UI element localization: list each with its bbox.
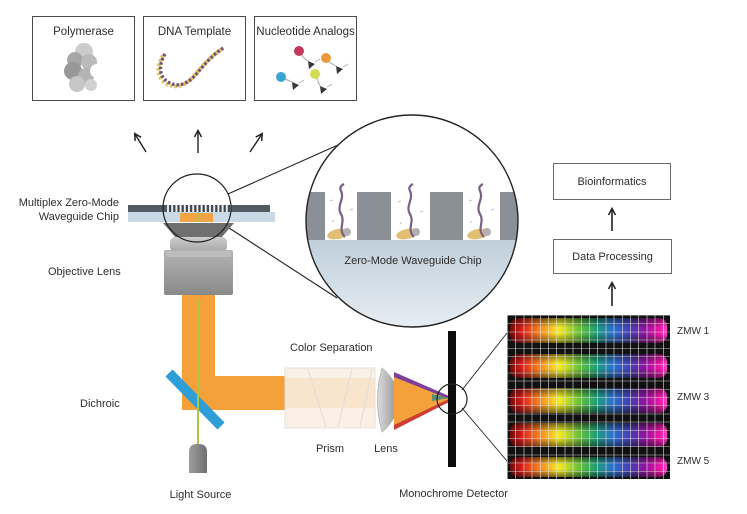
- converging-beam: [394, 372, 449, 430]
- color-separation-label: Color Separation: [290, 342, 373, 354]
- readout-connector-lines: [461, 332, 508, 462]
- inset-glass: [306, 240, 518, 327]
- reagent-arrows: [135, 131, 262, 153]
- light-source-lamp: [189, 444, 207, 473]
- nucleotide-analogs-icon: [275, 46, 348, 94]
- dna-strand: [477, 183, 485, 238]
- reagent-box-polymerase: Polymerase: [32, 16, 135, 101]
- pixel-grid-overlay: [507, 315, 670, 479]
- zmw-row-label: ZMW 3: [677, 392, 710, 403]
- inset-well: [327, 183, 354, 240]
- reagent-box-title: Polymerase: [53, 26, 114, 38]
- data-processing-label: Data Processing: [572, 250, 653, 263]
- reagent-box-nucleotide-analogs: Nucleotide Analogs: [254, 16, 357, 101]
- dichroic-label: Dichroic: [80, 398, 120, 410]
- inset-well: [467, 183, 495, 240]
- reagent-box-title: DNA Template: [157, 26, 232, 38]
- zmw-inset-label: Zero-Mode Waveguide Chip: [344, 255, 482, 267]
- prism-label: Prism: [315, 443, 345, 455]
- prism: [284, 367, 376, 429]
- objective-lens-label: Objective Lens: [48, 266, 121, 278]
- chip-label: Multiplex Zero-Mode Waveguide Chip: [18, 197, 119, 224]
- waveguide-chip: [128, 205, 275, 222]
- magnifier-source-circle: [162, 173, 232, 243]
- detector-bar: [448, 331, 456, 467]
- zmw-row-label: ZMW 5: [677, 456, 710, 467]
- detector-readout-image: [507, 315, 670, 479]
- dichroic-mirror: [165, 369, 225, 430]
- dna-strand: [407, 183, 415, 238]
- chip-waveguide-array: [167, 205, 231, 212]
- light-source-label: Light Source: [169, 489, 232, 501]
- zmw-row-label: ZMW 1: [677, 326, 710, 337]
- chip-illumination-glow: [180, 213, 213, 222]
- lens-label: Lens: [374, 443, 398, 455]
- bioinformatics-label: Bioinformatics: [577, 175, 647, 188]
- bioinformatics-box: Bioinformatics: [553, 163, 671, 200]
- dna-strand: [338, 183, 346, 238]
- monochrome-detector-label: Monochrome Detector: [399, 488, 508, 500]
- data-processing-box: Data Processing: [553, 239, 672, 274]
- polymerase-icon: [63, 43, 104, 92]
- inset-well: [396, 183, 424, 240]
- chip-label-line1: Multiplex Zero-Mode: [18, 197, 119, 209]
- reagent-box-title: Nucleotide Analogs: [256, 26, 355, 38]
- magnifier-connector-lines: [225, 144, 339, 299]
- focus-circle: [436, 383, 468, 415]
- zmw-inset-circle: [305, 114, 519, 328]
- chip-label-line2: Waveguide Chip: [38, 210, 119, 223]
- inset-pillars: [306, 192, 518, 240]
- objective-lens: [163, 223, 234, 295]
- dna-template-icon: [156, 45, 226, 89]
- reagent-box-dna-template: DNA Template: [143, 16, 246, 101]
